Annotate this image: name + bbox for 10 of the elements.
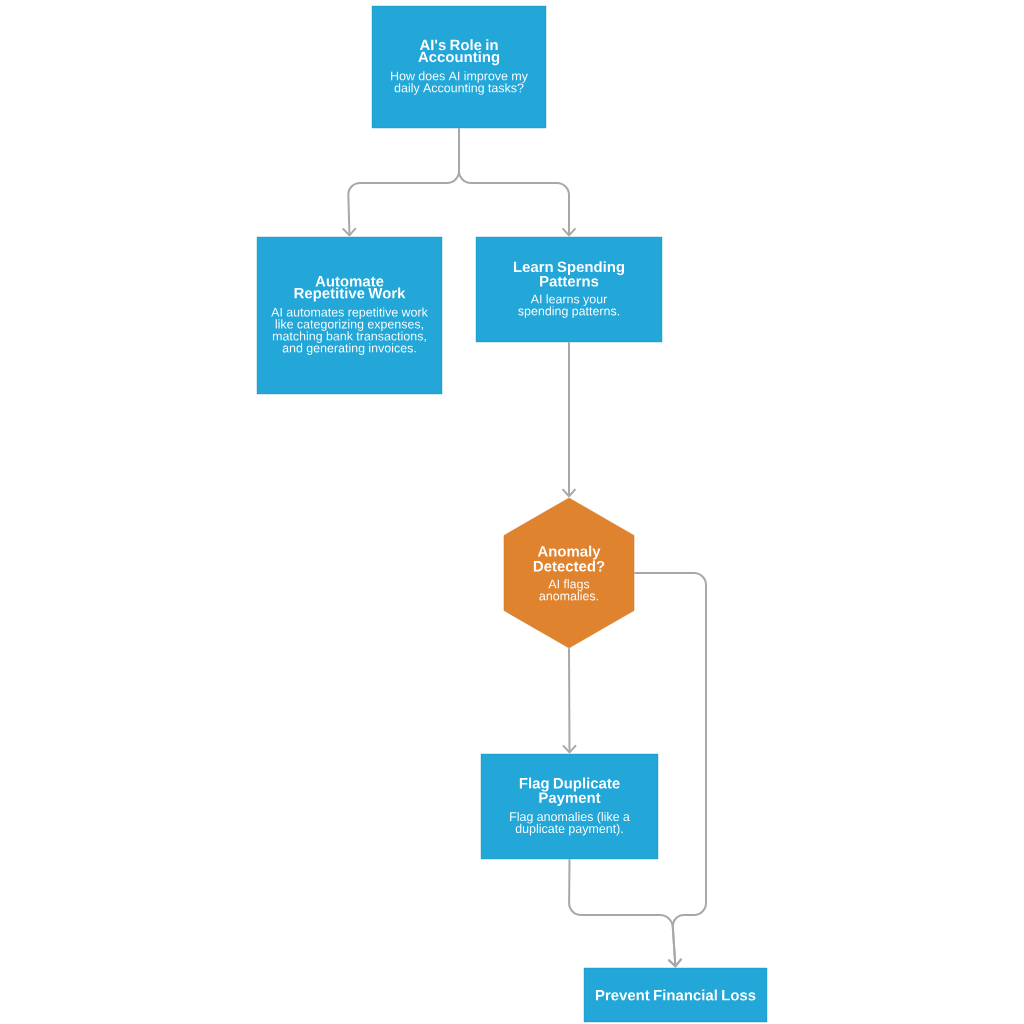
process-box: Flag Duplicate Payment Flag anomalies (like a duplicate payment).	[480, 753, 659, 860]
decision-hexagon: Anomaly Detected? AI flags anomalies.	[503, 497, 635, 649]
process-box: Learn Spending Patterns AI learns your spending patterns.	[475, 236, 663, 343]
process-box: Automate Repetitive Work AI automates repetitive work like categorizing expenses, matching bank transactions, and generating invoices.	[256, 236, 443, 395]
arrow	[561, 341, 577, 498]
process-box: AI's Role in Accounting How does AI improve my daily Accounting tasks?	[371, 5, 547, 129]
arrow	[633, 572, 707, 968]
arrow	[561, 647, 577, 754]
arrow	[458, 127, 577, 237]
process-box: Prevent Financial Loss	[583, 967, 768, 1023]
